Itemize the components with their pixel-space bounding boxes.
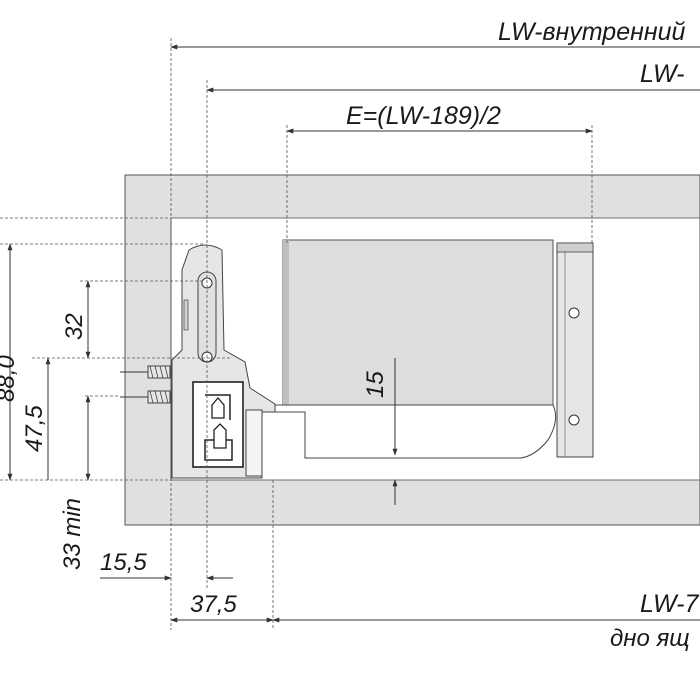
label-dim-32: 32: [61, 313, 88, 340]
screw-lower: [120, 390, 172, 404]
label-lw-top: LW-: [640, 60, 684, 88]
label-dim-88: 88,0: [0, 355, 20, 402]
label-dim-47-5: 47,5: [21, 405, 48, 452]
label-dim-15-5: 15,5: [100, 549, 147, 576]
label-dim-33min: 33 min: [59, 498, 86, 570]
label-lw-bottom: LW-7: [640, 590, 699, 618]
cabinet-panel: [124, 174, 700, 526]
drawer-box: [274, 239, 557, 459]
bracket-hole-top: [568, 307, 580, 319]
label-dim-37-5: 37,5: [190, 591, 237, 618]
label-dim-15: 15: [362, 371, 389, 398]
rear-bracket: [556, 242, 594, 458]
bracket-hole-bottom: [568, 414, 580, 426]
runner-profile: [171, 244, 276, 479]
dimension-lines: [7, 44, 700, 623]
extension-lines: [0, 38, 593, 630]
label-lw-inner: LW-внутренний: [498, 18, 686, 46]
label-e-formula: E=(LW-189)/2: [346, 102, 501, 130]
label-bottom-note: дно ящ: [610, 625, 690, 652]
screw-upper: [120, 365, 172, 379]
